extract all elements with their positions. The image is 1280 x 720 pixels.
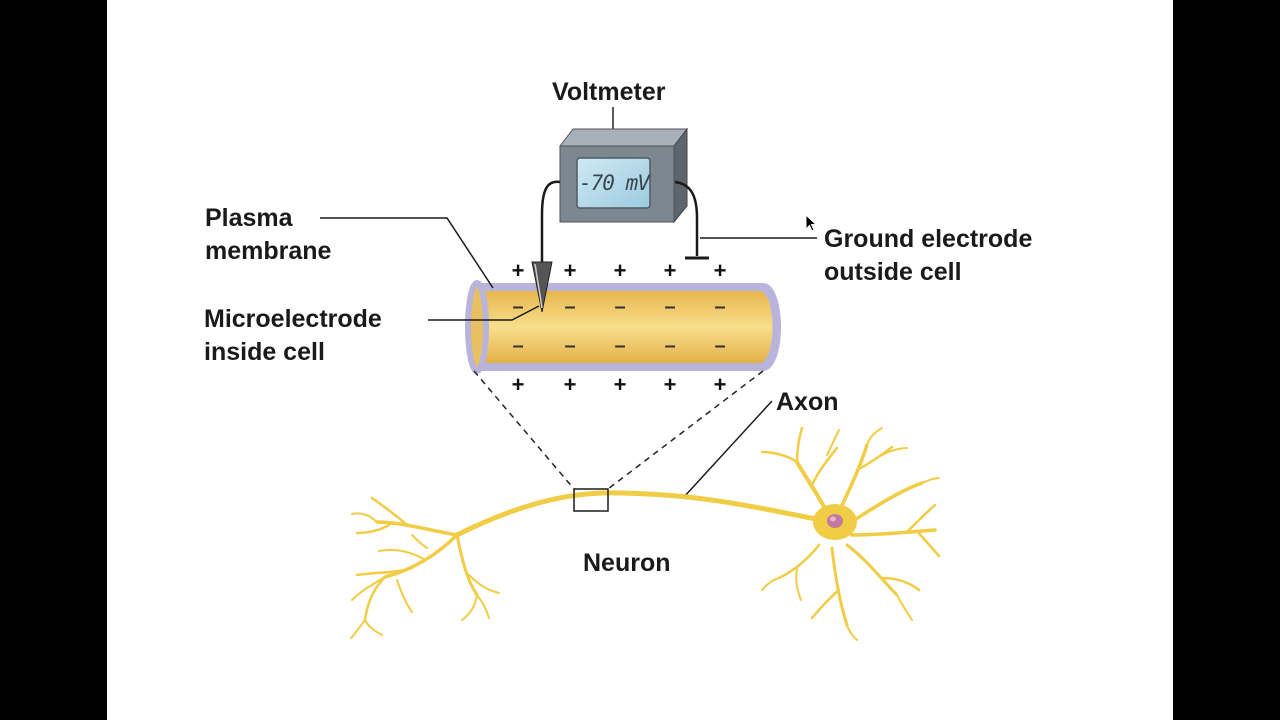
charge-plus: + <box>614 258 627 283</box>
axon-label: Axon <box>776 388 839 416</box>
outside-charges-bottom: + + + + + <box>512 372 727 397</box>
charge-plus: + <box>664 372 677 397</box>
charge-plus: + <box>614 372 627 397</box>
plasma-membrane-label-line2: membrane <box>205 237 332 265</box>
diagram-art: + + + + + – – – – – – – – – – + + + + + <box>320 107 941 641</box>
axon-segment <box>465 280 781 374</box>
microelectrode-label-line1: Microelectrode <box>204 305 382 333</box>
outside-charges-top: + + + + + <box>512 258 727 283</box>
charge-plus: + <box>714 372 727 397</box>
meter-reading: -70 mV <box>579 171 650 195</box>
axon-leader <box>682 400 773 499</box>
charge-minus: – <box>614 335 625 357</box>
zoom-line-left <box>473 370 575 490</box>
ground-electrode-label-line1: Ground electrode <box>824 225 1033 253</box>
plasma-membrane-leader <box>320 217 494 289</box>
charge-minus: – <box>664 296 675 318</box>
zoom-box <box>573 488 609 512</box>
charge-plus: + <box>512 372 525 397</box>
microelectrode-label-line2: inside cell <box>204 338 325 366</box>
mouse-cursor-icon <box>805 214 818 232</box>
meter-top-face <box>558 128 689 147</box>
voltmeter <box>558 107 689 224</box>
inside-charges: – – – – – – – – – – <box>512 296 725 357</box>
charge-minus: – <box>564 335 575 357</box>
charge-plus: + <box>564 258 577 283</box>
nucleus <box>827 514 843 528</box>
microelectrode-leader <box>428 305 540 321</box>
charge-minus: – <box>564 296 575 318</box>
axoplasm <box>479 291 773 363</box>
charge-minus: – <box>664 335 675 357</box>
charge-plus: + <box>564 372 577 397</box>
meter-screen <box>576 157 651 209</box>
neuron <box>350 426 941 641</box>
voltmeter-label: Voltmeter <box>552 78 666 106</box>
charge-minus: – <box>714 335 725 357</box>
charge-minus: – <box>714 296 725 318</box>
neuron-label: Neuron <box>583 549 671 577</box>
charge-minus: – <box>614 296 625 318</box>
meter-side-face <box>673 127 688 224</box>
slide: + + + + + – – – – – – – – – – + + + + + <box>107 0 1173 720</box>
ground-wire <box>674 180 699 256</box>
charge-minus: – <box>512 335 523 357</box>
charge-plus: + <box>512 258 525 283</box>
charge-plus: + <box>664 258 677 283</box>
tube-open-end <box>465 280 489 374</box>
axon-fiber <box>454 490 835 538</box>
microelectrode-wire <box>540 180 561 262</box>
charge-plus: + <box>714 258 727 283</box>
plasma-membrane-label-line1: Plasma <box>205 204 293 232</box>
ground-electrode-label-line2: outside cell <box>824 258 962 286</box>
zoom-line-right <box>607 370 764 490</box>
charge-minus: – <box>512 296 523 318</box>
